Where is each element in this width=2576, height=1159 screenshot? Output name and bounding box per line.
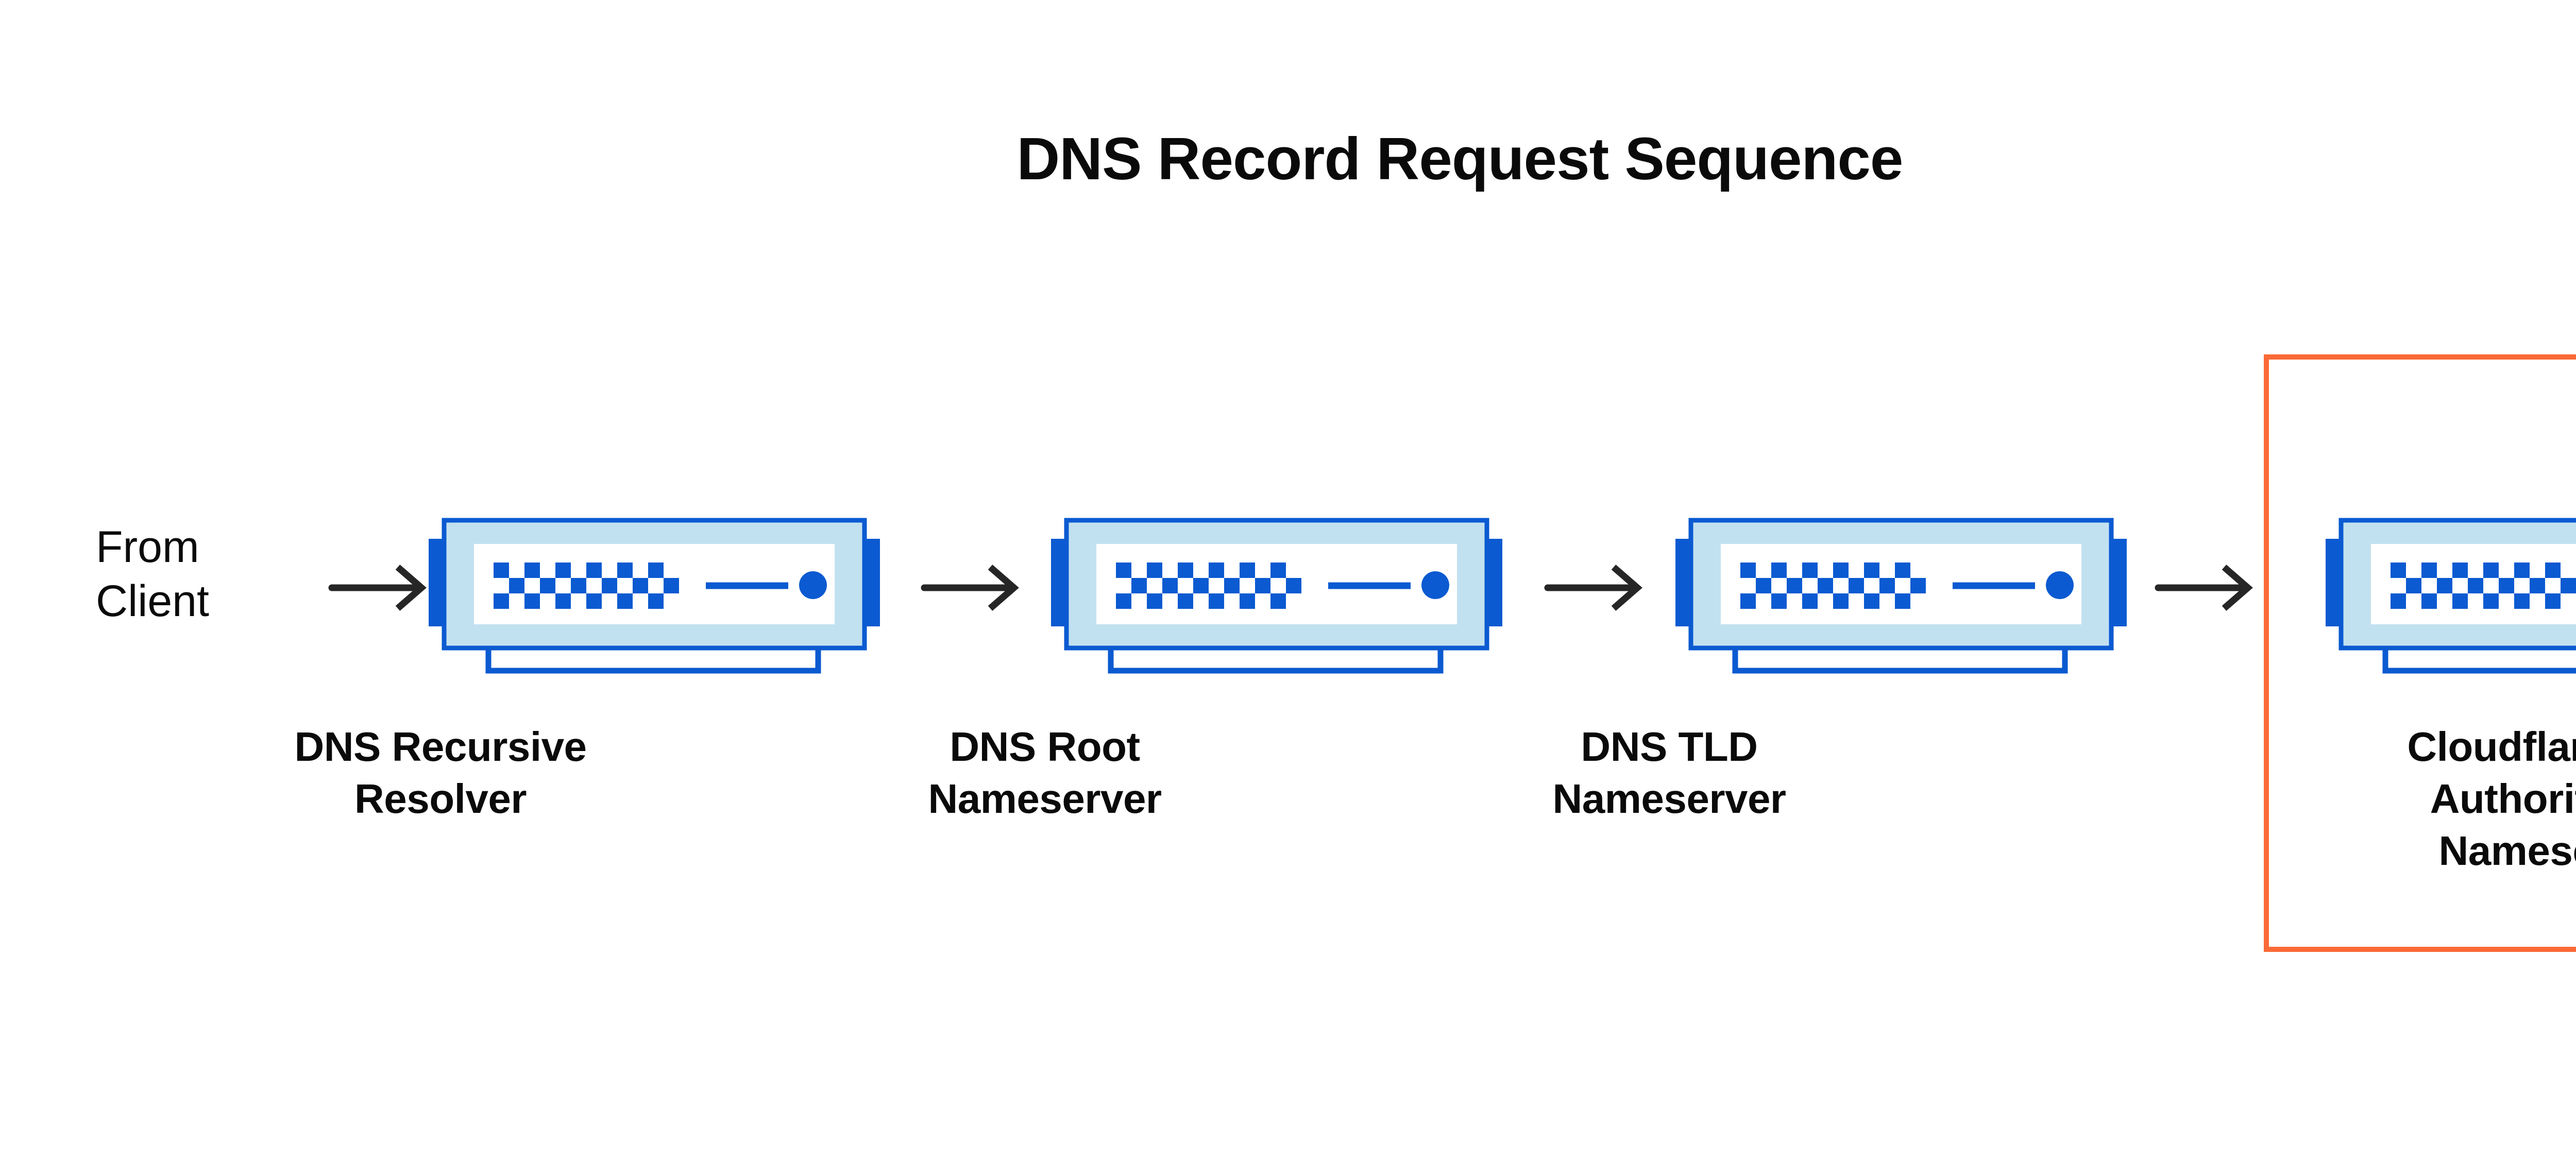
arrow-root-to-tld-icon (1544, 565, 1649, 611)
page-title: DNS Record Request Sequence (1016, 125, 1904, 192)
highlight-box-cloudflare (2264, 354, 2576, 952)
node-caption-dns-root-nameserver: DNS Root Nameserver (928, 724, 1162, 822)
arrow-client-to-resolver-icon (328, 565, 433, 611)
server-icon-dns-root-nameserver (1050, 515, 1503, 685)
from-client-label: From Client (96, 522, 209, 626)
node-caption-dns-recursive-resolver: DNS Recursive Resolver (294, 724, 587, 822)
server-icon-dns-tld-nameserver (1674, 515, 2128, 685)
arrow-resolver-to-root-icon (921, 565, 1025, 611)
server-icon-cloudflare-authoritative-nameserver (2325, 515, 2576, 685)
arrow-tld-to-authoritative-icon (2155, 565, 2259, 611)
server-icon-dns-recursive-resolver (428, 515, 881, 685)
node-caption-dns-tld-nameserver: DNS TLD Nameserver (1552, 724, 1786, 822)
node-caption-cloudflare-authoritative-nameserver: Cloudflare.com Authoritative Nameserver (2407, 724, 2576, 874)
